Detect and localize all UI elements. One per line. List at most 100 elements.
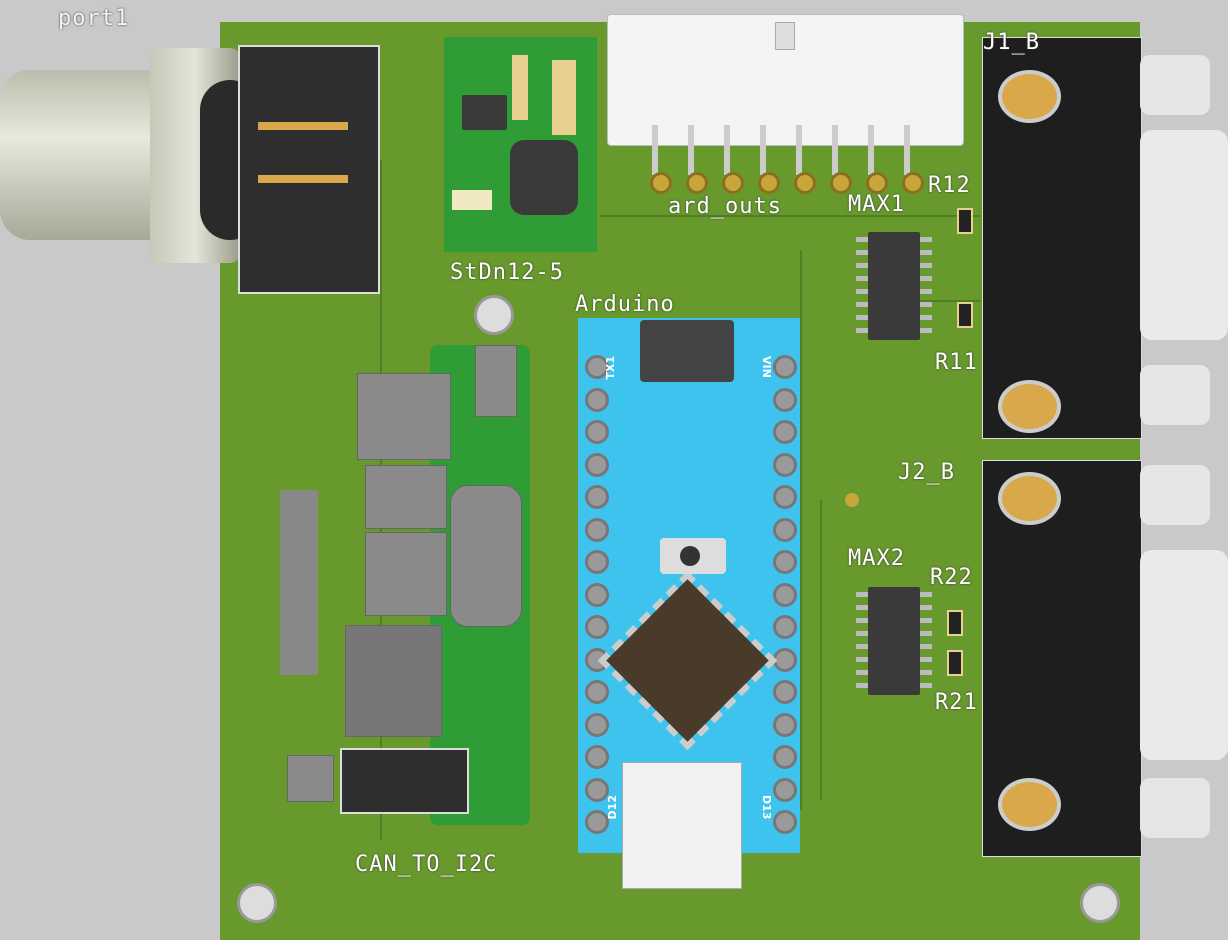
j1-screw [1140,55,1210,115]
chip-leg [856,250,868,255]
chip-leg [856,644,868,649]
arduino-pin [585,355,609,379]
arduino-pin [773,777,797,802]
resistor [512,55,528,120]
max1-label: MAX1 [848,192,905,217]
chip-leg [856,328,868,333]
arduino-pin [585,452,609,477]
chip-leg [856,237,868,242]
chip-leg [920,250,932,255]
chip-leg [920,657,932,662]
port1-header [238,45,380,294]
arduino-pin [773,452,797,477]
pin [258,175,348,183]
j1-screw [1140,365,1210,425]
chip-leg [856,302,868,307]
j2-shell [1140,550,1228,760]
chip-leg [920,670,932,675]
trace [600,215,980,218]
r12-label: R12 [928,173,971,198]
can-part [280,490,318,675]
connector-pin [760,125,766,175]
j2-screw [1140,465,1210,525]
mounting-hole [1080,883,1120,923]
solder-pad [902,172,924,194]
ic [462,95,507,130]
arduino-pin [585,485,609,509]
mounting-hole [474,295,514,335]
max1-chip [868,232,920,340]
can-part [287,755,334,802]
chip-leg [856,618,868,623]
can-crystal [450,485,522,627]
can-header [340,748,469,814]
port1-label: port1 [58,6,130,31]
chip-leg [856,605,868,610]
chip-leg [856,276,868,281]
standoff [998,472,1061,525]
chip-leg [920,237,932,242]
arduino-pin [585,745,609,769]
silk-vin: VIN [760,356,773,378]
inductor [510,140,578,215]
stdn-label: StDn12-5 [450,260,564,285]
connector-pin [688,125,694,175]
solder-pad [650,172,672,194]
max2-label: MAX2 [848,546,905,571]
arduino-label: Arduino [575,292,675,317]
arduino-pin [773,582,797,607]
connector-pin [652,125,658,175]
chip-leg [856,631,868,636]
arduino-pin [585,387,609,412]
chip-leg [920,302,932,307]
can-part [357,373,451,460]
can-part [475,345,517,417]
r21-label: R21 [935,690,978,715]
resistor-r12 [957,208,973,234]
resistor-r21 [947,650,963,676]
connector-pin [904,125,910,175]
arduino-pin [773,615,797,639]
chip-leg [920,631,932,636]
connector-pin [832,125,838,175]
solder-pad [722,172,744,194]
silk-d13: D13 [760,795,773,820]
can-label: CAN_TO_I2C [355,852,498,877]
silk-d12: D12 [606,795,619,820]
r22-label: R22 [930,565,973,590]
can-part [365,532,447,616]
arduino-pin [585,680,609,704]
chip-leg [856,683,868,688]
arduino-pin [773,387,797,412]
capacitor [452,190,492,210]
can-part [365,465,447,529]
arduino-pin [773,485,797,509]
solder-pad [866,172,888,194]
arduino-pin [585,810,609,834]
icsp-header [640,320,734,382]
arduino-pin [773,420,797,444]
chip-leg [920,605,932,610]
solder-pad [830,172,852,194]
latch [775,22,795,50]
j2-screw [1140,778,1210,838]
arduino-pin [585,517,609,542]
chip-leg [920,289,932,294]
j1-shell [1140,130,1228,340]
arduino-pin [585,712,609,737]
chip-leg [920,315,932,320]
j2-label: J2_B [898,460,955,485]
j1-label: J1_B [983,30,1040,55]
standoff [998,70,1061,123]
r11-label: R11 [935,350,978,375]
arduino-pin [585,777,609,802]
usb-mini-port[interactable] [622,762,742,889]
connector-pin [724,125,730,175]
reset-button-cap[interactable] [680,546,700,566]
chip-leg [920,618,932,623]
resistor-r11 [957,302,973,328]
arduino-pin [585,420,609,444]
pin [258,122,348,130]
arduino-pin [773,810,797,834]
arduino-pin [773,517,797,542]
